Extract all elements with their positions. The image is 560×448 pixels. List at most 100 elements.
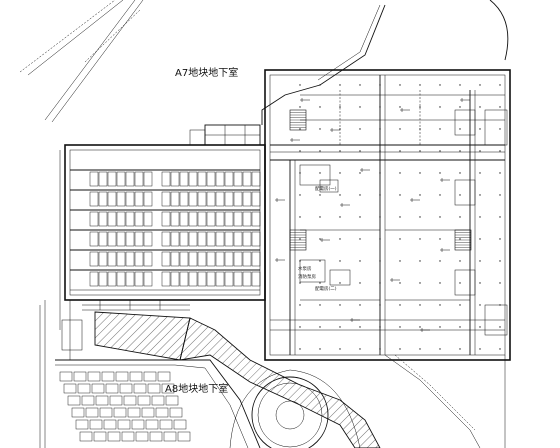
parking-stall	[188, 231, 198, 247]
parking-stall	[170, 271, 180, 287]
parking-stall	[125, 171, 135, 187]
parking-stall	[215, 271, 225, 287]
column-dot	[439, 128, 441, 130]
parking-stall	[121, 431, 135, 442]
parking-stall	[206, 191, 216, 207]
parking-stall	[188, 191, 198, 207]
column-dot	[459, 304, 461, 306]
circular-plaza	[229, 369, 361, 448]
column-dot	[459, 238, 461, 240]
parking-stall	[107, 231, 117, 247]
parking-stall	[134, 211, 144, 227]
column-dot	[399, 238, 401, 240]
column-dot	[339, 84, 341, 86]
parking-stall	[143, 231, 153, 247]
column-dot	[459, 326, 461, 328]
hatched-ramp	[94, 311, 381, 448]
parking-stall	[143, 271, 153, 287]
column-dot	[439, 326, 441, 328]
column-dot	[319, 216, 321, 218]
parking-stall	[135, 431, 149, 442]
parking-stall	[123, 395, 137, 406]
column-dot	[499, 106, 501, 108]
parking-stall	[99, 407, 113, 418]
parking-stall	[125, 271, 135, 287]
parking-stall	[105, 383, 119, 394]
column-dot	[499, 238, 501, 240]
parking-stall	[179, 211, 189, 227]
parking-stall	[151, 395, 165, 406]
parking-stall	[95, 395, 109, 406]
parking-stall	[233, 211, 243, 227]
column-dot	[299, 326, 301, 328]
parking-stall	[143, 171, 153, 187]
parking-stall	[206, 251, 216, 267]
parking-stall	[81, 395, 95, 406]
right-building	[264, 69, 511, 361]
parking-stall	[233, 271, 243, 287]
parking-stall	[59, 371, 73, 382]
column-dot	[479, 216, 481, 218]
parking-stall	[89, 171, 99, 187]
parking-stall	[206, 211, 216, 227]
column-dot	[499, 260, 501, 262]
parking-stall	[179, 271, 189, 287]
parking-stall	[134, 251, 144, 267]
column-dot	[399, 326, 401, 328]
parking-stall	[161, 211, 171, 227]
column-dot	[359, 260, 361, 262]
parking-stall	[161, 251, 171, 267]
parking-stall	[251, 191, 261, 207]
column-dot	[439, 348, 441, 350]
column-dot	[499, 84, 501, 86]
parking-stall	[197, 231, 207, 247]
column-dot	[419, 282, 421, 284]
column-dot	[319, 282, 321, 284]
parking-stall	[242, 231, 252, 247]
parking-stall	[107, 431, 121, 442]
parking-stall	[149, 431, 163, 442]
parking-stall	[215, 171, 225, 187]
parking-stall	[89, 211, 99, 227]
parking-stall	[157, 371, 171, 382]
column-dot	[419, 172, 421, 174]
parking-stall	[161, 231, 171, 247]
column-dot	[479, 106, 481, 108]
parking-stall	[137, 395, 151, 406]
parking-stall	[98, 211, 108, 227]
parking-stall	[63, 383, 77, 394]
column-dot	[319, 194, 321, 196]
parking-stall	[197, 251, 207, 267]
left-top-rooms	[189, 124, 261, 146]
column-dot	[439, 260, 441, 262]
parking-stall	[242, 271, 252, 287]
column-dot	[419, 348, 421, 350]
parking-stall	[98, 191, 108, 207]
parking-stall	[251, 171, 261, 187]
parking-stall	[179, 251, 189, 267]
parking-stall	[206, 271, 216, 287]
column-dot	[419, 238, 421, 240]
column-dot	[359, 282, 361, 284]
parking-stall	[98, 271, 108, 287]
right-block-walls	[270, 75, 505, 355]
column-dot	[439, 216, 441, 218]
parking-stall	[77, 383, 91, 394]
parking-stall	[155, 407, 169, 418]
column-dot	[319, 326, 321, 328]
column-dot	[399, 348, 401, 350]
column-dot	[319, 172, 321, 174]
column-dot	[299, 216, 301, 218]
column-dot	[359, 194, 361, 196]
column-dot	[499, 172, 501, 174]
column-dot	[339, 326, 341, 328]
parking-stall	[93, 431, 107, 442]
basement-a7-title: A7地块地下室	[175, 66, 238, 79]
column-dot	[419, 194, 421, 196]
column-dot	[399, 304, 401, 306]
parking-stall	[159, 419, 173, 430]
column-dot	[339, 348, 341, 350]
parking-stall	[103, 419, 117, 430]
parking-stall	[170, 211, 180, 227]
